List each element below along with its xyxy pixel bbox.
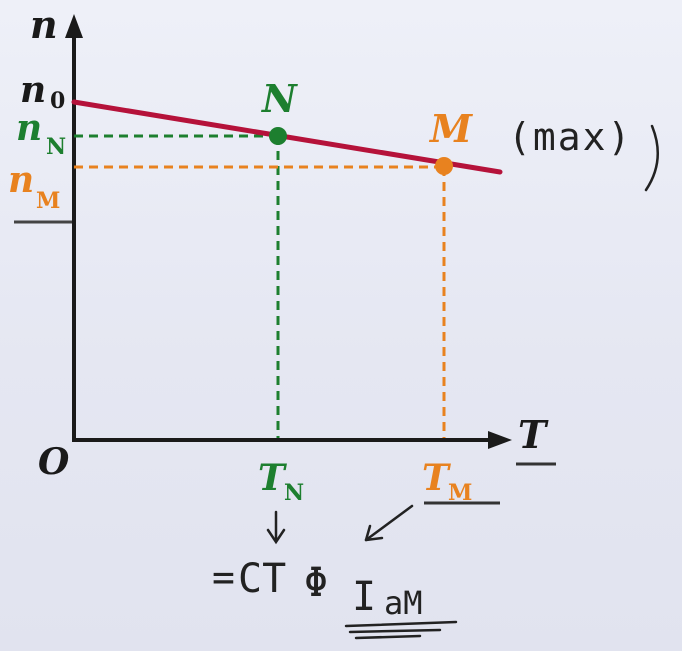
formula-ct: CT xyxy=(238,556,286,602)
arrow-from-TN xyxy=(266,510,286,545)
point-N-label: N xyxy=(261,76,298,121)
max-note-paren-tail xyxy=(644,124,659,192)
guides-N xyxy=(74,134,280,438)
tick-TN-base: T xyxy=(258,457,287,499)
tick-nM: n M xyxy=(8,159,60,214)
tick-nM-sub: M xyxy=(36,188,60,214)
characteristic-line xyxy=(71,99,503,175)
origin-label: O xyxy=(38,441,70,483)
tick-nM-base: n xyxy=(8,159,34,201)
formula-equals: = xyxy=(212,555,235,599)
tick-nN-sub: N xyxy=(46,134,66,160)
guides-M xyxy=(74,165,446,438)
tick-nN: n N xyxy=(16,107,66,160)
tick-TM-base: T xyxy=(422,457,451,499)
axes xyxy=(65,14,512,449)
tick-nN-base: n xyxy=(16,107,42,149)
point-N-marker xyxy=(269,127,287,145)
tick-n0: n 0 xyxy=(20,69,65,114)
tick-n0-base: n xyxy=(20,69,46,111)
handwritten-formula: = CT Φ I aM xyxy=(212,555,458,640)
tick-TN: T N xyxy=(258,457,304,506)
point-M-marker xyxy=(435,157,453,175)
point-M-label: M xyxy=(428,106,473,151)
arrow-from-TM xyxy=(364,504,414,542)
x-axis-arrowhead xyxy=(488,431,512,449)
tick-n0-sub: 0 xyxy=(50,88,65,114)
formula-phi: Φ xyxy=(304,560,328,606)
tick-TN-sub: N xyxy=(284,480,304,506)
y-axis-label: n xyxy=(30,2,58,47)
formula-I: I xyxy=(352,574,376,620)
formula-underline-scribble xyxy=(344,620,458,640)
x-axis-label: T xyxy=(518,412,549,457)
formula-aM: aM xyxy=(384,584,423,622)
y-axis-arrowhead xyxy=(65,14,83,38)
max-note: (max) xyxy=(508,115,632,159)
tick-TM: T M xyxy=(422,457,472,506)
